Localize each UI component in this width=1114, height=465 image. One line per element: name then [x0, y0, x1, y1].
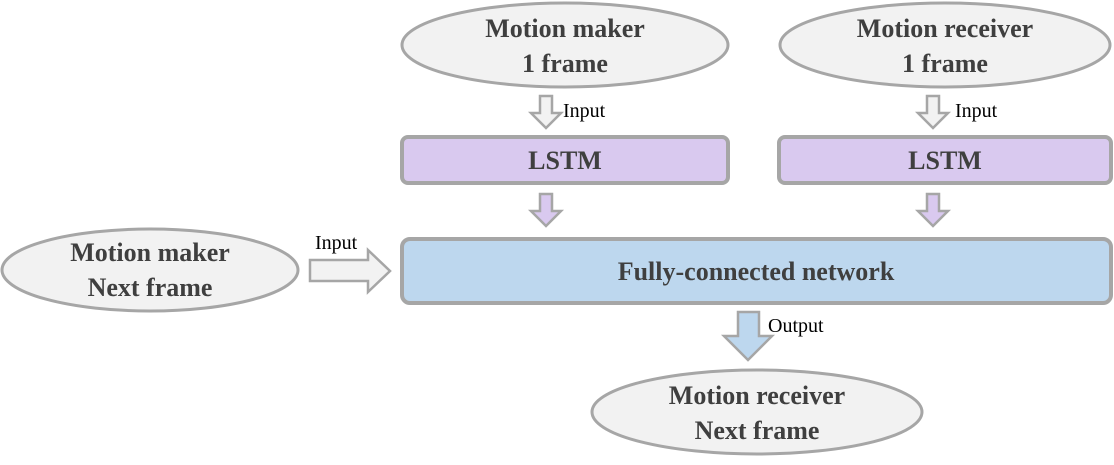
node-label-line2: Next frame [88, 273, 213, 302]
node-motion-receiver-1-frame: Motion receiver 1 frame [778, 1, 1112, 89]
down-arrow-icon [720, 310, 776, 362]
box-shape [400, 237, 1113, 305]
node-lstm-right: LSTM [777, 135, 1113, 185]
ellipse-shape [778, 1, 1112, 89]
ellipse-shape [590, 368, 924, 456]
node-label-line1: Motion maker [485, 14, 645, 43]
edge-input-side: Input [308, 232, 392, 295]
node-fully-connected-network: Fully-connected network [400, 237, 1113, 305]
node-label-line2: Next frame [695, 416, 820, 445]
node-label-line1: Motion receiver [857, 14, 1033, 43]
node-motion-maker-next-frame: Motion maker Next frame [0, 227, 300, 313]
node-label-line2: 1 frame [522, 49, 608, 78]
node-label: LSTM [528, 146, 602, 175]
down-arrow-icon [527, 192, 565, 228]
down-arrow-icon [527, 94, 565, 130]
right-arrow-icon [308, 247, 392, 295]
box-shape [400, 135, 730, 185]
node-label: LSTM [908, 146, 982, 175]
down-arrow-icon [914, 94, 952, 130]
node-label-line1: Motion receiver [669, 381, 845, 410]
node-motion-maker-1-frame: Motion maker 1 frame [400, 1, 730, 89]
edge-lstm-right-to-fc [914, 192, 952, 228]
ellipse-shape [400, 1, 730, 89]
edge-label: Output [768, 315, 824, 337]
node-lstm-left: LSTM [400, 135, 730, 185]
node-label-line2: 1 frame [902, 49, 988, 78]
node-motion-receiver-next-frame: Motion receiver Next frame [590, 368, 924, 456]
edge-input-left: Input [527, 94, 606, 130]
edge-input-right: Input [914, 94, 998, 130]
ellipse-shape [0, 227, 300, 313]
edge-label: Input [955, 100, 998, 122]
down-arrow-icon [914, 192, 952, 228]
edge-output: Output [720, 310, 824, 362]
box-shape [777, 135, 1113, 185]
edge-lstm-left-to-fc [527, 192, 565, 228]
edge-label: Input [563, 100, 606, 122]
edge-label: Input [315, 232, 358, 254]
node-label: Fully-connected network [618, 257, 895, 286]
node-label-line1: Motion maker [70, 238, 230, 267]
